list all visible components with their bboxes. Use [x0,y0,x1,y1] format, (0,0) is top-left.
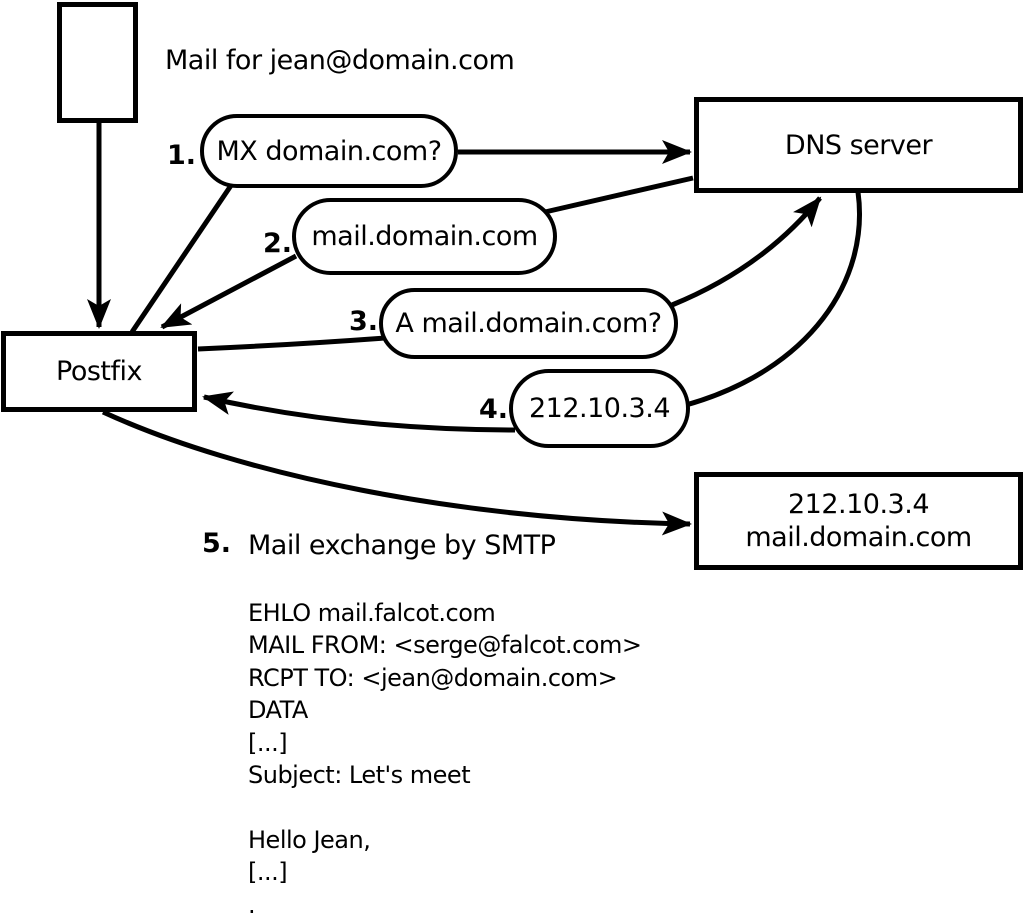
postfix-label: Postfix [56,356,142,387]
line-postfix-to-query3 [197,335,386,352]
arrow-postfix-to-mailserver [101,409,692,536]
step-1-query-bubble: MX domain.com? [200,114,458,188]
step-2-reply-bubble: mail.domain.com [292,198,557,275]
step-2-reply-text: mail.domain.com [311,221,538,252]
arrow-reply2-to-postfix [160,253,298,330]
smtp-line-data: DATA [248,696,308,725]
smtp-line-mail-from: MAIL FROM: <serge@falcot.com> [248,631,642,660]
dns-server-node: DNS server [694,97,1023,193]
mail-message-box [57,2,138,123]
step-1-number: 1. [166,140,196,171]
smtp-line-ehlo: EHLO mail.falcot.com [248,599,496,627]
line-dns-to-reply2 [544,175,694,215]
smtp-line-end-dot: . [248,890,256,919]
mail-server-hostname: mail.domain.com [745,522,972,553]
step-5-number: 5. [201,528,231,559]
step-2-number: 2. [262,228,292,259]
postfix-node: Postfix [1,331,197,412]
smtp-session-transcript: EHLO mail.falcot.com MAIL FROM: <serge@f… [248,597,642,919]
smtp-line-blank [248,791,641,823]
smtp-line-ellipsis-1: [...] [248,728,288,757]
line-dns-to-reply4 [685,191,862,408]
arrow-reply4-to-postfix [202,391,516,433]
step-4-number: 4. [478,394,508,425]
step-3-query-text: A mail.domain.com? [395,308,662,339]
smtp-line-subject: Subject: Let's meet [248,761,471,790]
step-3-query-bubble: A mail.domain.com? [379,288,678,359]
diagram-caption: Mail for jean@domain.com [165,45,515,76]
mail-server-ip: 212.10.3.4 [788,489,930,520]
smtp-line-ellipsis-2: [...] [248,858,288,887]
mail-server-node: 212.10.3.4 mail.domain.com [694,472,1023,570]
line-postfix-to-query1 [129,182,235,334]
step-5-label: Mail exchange by SMTP [248,530,556,561]
smtp-line-rcpt-to: RCPT TO: <jean@domain.com> [248,663,618,692]
step-4-reply-bubble: 212.10.3.4 [509,369,690,448]
arrow-query3-to-dns [671,196,822,308]
step-3-number: 3. [348,306,378,337]
smtp-line-greeting: Hello Jean, [248,825,371,854]
dns-server-label: DNS server [784,129,933,161]
step-1-query-text: MX domain.com? [216,135,442,167]
step-4-reply-text: 212.10.3.4 [529,393,671,424]
